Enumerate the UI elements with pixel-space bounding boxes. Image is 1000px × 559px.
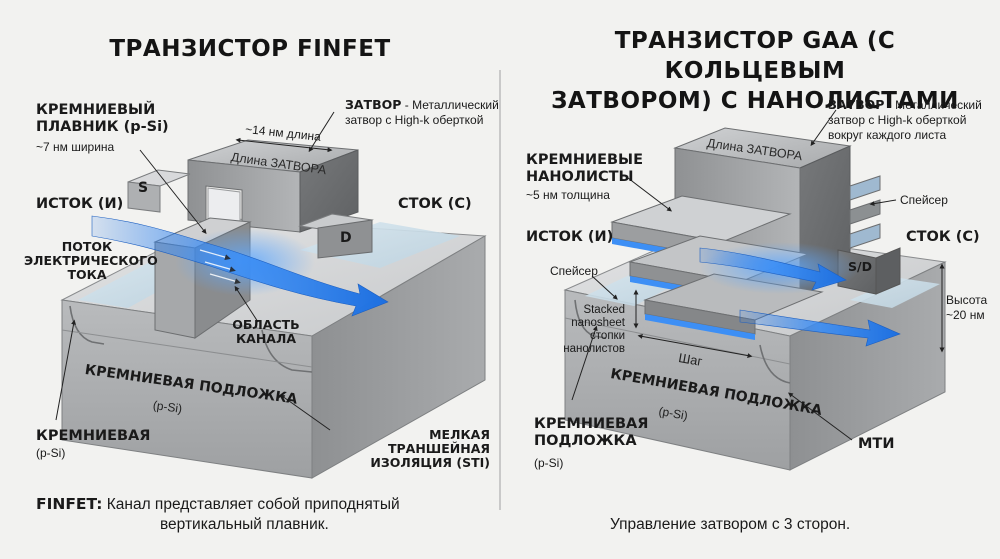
gaa-diagram <box>563 109 947 471</box>
finfet-sti-label: МЕЛКАЯ ТРАНШЕЙНАЯ ИЗОЛЯЦИЯ (STI) <box>370 427 490 470</box>
gaa-pitch-dim <box>637 333 753 359</box>
finfet-fin-width: ~7 нм ширина <box>36 140 115 154</box>
gaa-title-line-2: ЗАТВОРОМ) С НАНОЛИСТАМИ <box>551 88 959 114</box>
finfet-drain-front <box>317 219 373 259</box>
gaa-spacer-right-leader <box>869 199 897 207</box>
gaa-current-arrow-bottom <box>739 309 901 347</box>
gaa-stack-en-1: Stacked <box>583 304 625 316</box>
finfet-source-block-label: S <box>138 180 149 196</box>
finfet-caption-bold: FINFET: <box>36 495 103 513</box>
finfet-caption-line-1: Канал представляет собой приподнятый <box>106 496 400 513</box>
gaa-gate-leader <box>810 109 837 147</box>
gaa-sd-side <box>875 247 901 295</box>
gaa-gate-desc-2: затвор с High-k оберткой <box>828 113 967 127</box>
finfet-title: ТРАНЗИСТОР FINFET <box>109 36 391 62</box>
gaa-gate-callout: ЗАТВОР - Металлический <box>828 97 982 113</box>
gaa-sti-back <box>850 278 940 308</box>
gaa-sheet-3-blue <box>645 314 755 340</box>
gaa-substrate-side-label: КРЕМНИЕВАЯ ПОДЛОЖКА <box>534 416 649 449</box>
gaa-current-arrow-top <box>699 247 847 291</box>
gaa-title-line-1: ТРАНЗИСТОР GAA (С КОЛЬЦЕВЫМ <box>614 28 896 84</box>
finfet-fin-label: КРЕМНИЕВЫЙ ПЛАВНИК (p-Si) <box>36 102 169 135</box>
gaa-spacer-stack <box>849 175 881 249</box>
finfet-sti-leader <box>279 394 331 431</box>
gaa-source-label: ИСТОК (И) <box>526 229 614 245</box>
gaa-nanosheet-leader <box>627 177 672 212</box>
finfet-current-label: ПОТОК ЭЛЕКТРИЧЕСКОГО ТОКА <box>24 239 158 282</box>
finfet-substrate-side-sub: (p-Si) <box>36 446 66 460</box>
finfet-source-front <box>127 181 161 213</box>
finfet-drain-block-label: D <box>340 230 352 246</box>
gaa-height-label: Высота <box>946 293 988 307</box>
gaa-nanosheets-label: КРЕМНИЕВЫЕ НАНОЛИСТЫ <box>526 152 643 185</box>
finfet-gate-desc-1: - Металлический <box>404 98 499 112</box>
finfet-substrate-side-label: КРЕМНИЕВАЯ <box>36 428 151 444</box>
panel-divider <box>499 70 501 510</box>
gaa-gate-label: ЗАТВОР <box>828 97 885 112</box>
finfet-gate-label: ЗАТВОР <box>345 97 402 112</box>
gaa-drain-label: СТОК (С) <box>906 229 980 245</box>
gaa-stack-ru-2: нанолистов <box>563 343 625 355</box>
gaa-spacer-left-leader <box>591 275 618 300</box>
finfet-gate-desc-2: затвор с High-k оберткой <box>345 113 484 127</box>
finfet-substrate-side <box>311 235 486 479</box>
finfet-substrate-leader <box>55 319 77 421</box>
gaa-spacer-right-label: Спейсер <box>900 193 948 207</box>
finfet-sti-back <box>300 222 460 268</box>
finfet-trench-right <box>261 329 313 373</box>
finfet-channel-leader <box>234 285 259 323</box>
gaa-spacer-left-label: Спейсер <box>550 264 598 278</box>
finfet-diagram <box>55 109 947 479</box>
finfet-caption: FINFET: Канал представляет собой приподн… <box>36 494 400 515</box>
gaa-stack-en-2: nanosheet <box>571 317 625 329</box>
finfet-channel-label: ОБЛАСТЬ КАНАЛА <box>232 317 300 346</box>
gaa-substrate-side-sub: (p-Si) <box>534 456 564 470</box>
gaa-mti-leader <box>787 392 853 441</box>
finfet-current-arrow <box>91 215 389 317</box>
finfet-drain-label: СТОК (С) <box>398 196 472 212</box>
finfet-fin-leader <box>139 149 207 234</box>
finfet-length-dim <box>235 137 333 153</box>
gaa-substrate-leader <box>571 325 598 401</box>
finfet-gate-side <box>299 149 359 233</box>
finfet-gate-callout: ЗАТВОР - Металлический <box>345 97 499 113</box>
gaa-title: ТРАНЗИСТОР GAA (С КОЛЬЦЕВЫМ ЗАТВОРОМ) С … <box>540 26 970 116</box>
gaa-sd-block-label: S/D <box>848 259 872 274</box>
gaa-nanosheets-thickness: ~5 нм толщина <box>526 188 610 202</box>
finfet-source-label: ИСТОК (И) <box>36 196 124 212</box>
gaa-stack-ru-1: стопки <box>590 330 625 342</box>
gaa-gate-desc-3: вокруг каждого листа <box>828 128 947 142</box>
gaa-mti-label: МТИ <box>858 436 895 452</box>
gaa-caption: Управление затвором с 3 сторон. <box>610 516 851 533</box>
gaa-gate-desc-1: - Металлический <box>887 98 982 112</box>
finfet-caption-line-2: вертикальный плавник. <box>160 516 329 533</box>
gaa-height-value: ~20 нм <box>946 308 985 322</box>
